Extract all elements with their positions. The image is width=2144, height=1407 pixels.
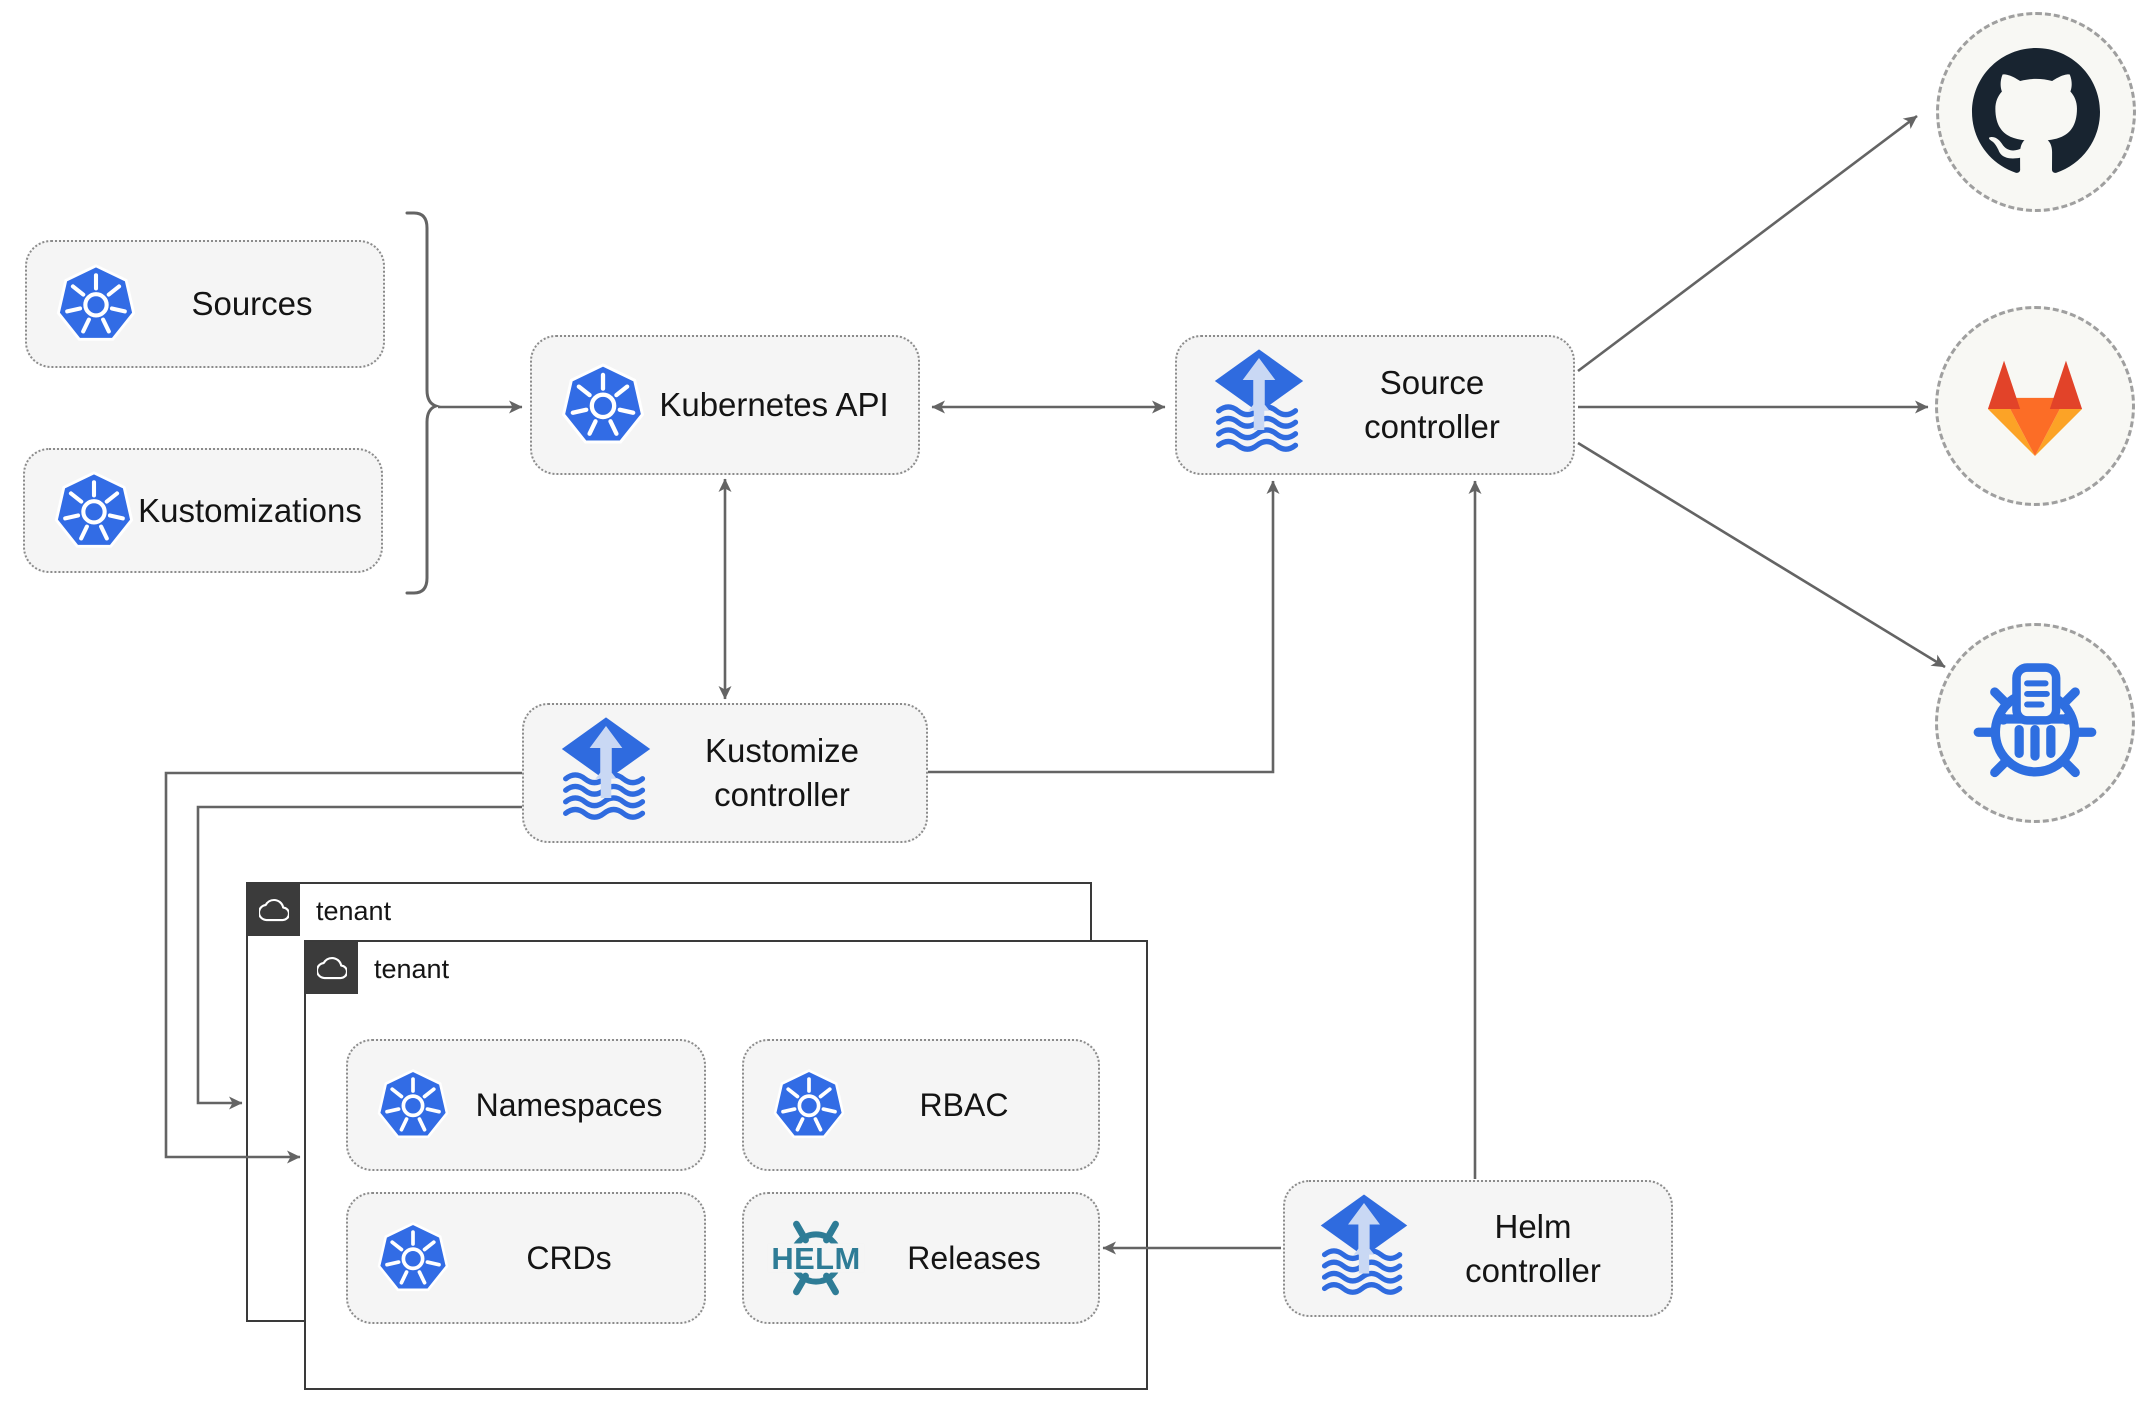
node-label: Sources xyxy=(191,285,313,323)
node-sources: Sources xyxy=(25,240,385,368)
node-crds: CRDs xyxy=(346,1192,706,1324)
external-gitlab xyxy=(1935,306,2135,506)
flux-icon xyxy=(558,717,654,829)
node-label: CRDs xyxy=(526,1239,612,1276)
kubernetes-icon xyxy=(560,362,646,448)
external-chartmuseum xyxy=(1935,623,2135,823)
helm-wheel-icon: HELM xyxy=(766,1212,866,1304)
kubernetes-icon xyxy=(53,470,135,552)
node-kubernetes-api: Kubernetes API xyxy=(530,335,920,475)
node-label: Namespaces xyxy=(475,1086,663,1123)
node-rbac: RBAC xyxy=(742,1039,1100,1171)
kubernetes-icon xyxy=(376,1068,450,1142)
cloud-icon xyxy=(315,953,349,983)
flux-icon xyxy=(1317,1194,1411,1304)
external-github xyxy=(1936,12,2136,212)
chartmuseum-icon xyxy=(1969,657,2101,789)
edge-sourcectrl-github xyxy=(1577,114,1918,373)
tenant-label: tenant xyxy=(374,953,450,984)
node-label: Kubernetes API xyxy=(659,386,889,424)
cloud-icon xyxy=(257,895,291,925)
edge-sourcectrl-chartmuseum xyxy=(1577,441,1946,669)
node-helm-controller: Helm controller xyxy=(1283,1180,1673,1317)
node-releases: HELM Releases xyxy=(742,1192,1100,1324)
node-source-controller: Source controller xyxy=(1175,335,1575,475)
node-label: Kustomize controller xyxy=(704,732,860,813)
kubernetes-icon xyxy=(376,1221,450,1295)
tenant-label: tenant xyxy=(316,895,392,926)
helm-logo-text: HELM xyxy=(771,1241,860,1276)
node-kustomize-controller: Kustomize controller xyxy=(522,703,928,843)
github-icon xyxy=(1972,48,2100,176)
node-namespaces: Namespaces xyxy=(346,1039,706,1171)
node-label: Source controller xyxy=(1364,364,1500,445)
kubernetes-icon xyxy=(772,1068,846,1142)
node-label: RBAC xyxy=(919,1086,1009,1123)
kubernetes-icon xyxy=(55,263,137,345)
tenant-header xyxy=(248,884,300,936)
node-kustomizations: Kustomizations xyxy=(23,448,383,573)
tenant-box-front: tenant Namespaces RBAC CRDs xyxy=(304,940,1148,1390)
edge-kustomizectrl-sourcectrl xyxy=(928,480,1280,774)
gitlab-icon xyxy=(1973,352,2097,461)
node-label: Kustomizations xyxy=(138,491,362,529)
node-label: Helm controller xyxy=(1465,1207,1601,1289)
brace-sources-kustomizations xyxy=(405,211,441,595)
node-label: Releases xyxy=(907,1239,1041,1276)
flux-icon xyxy=(1211,349,1307,461)
tenant-header xyxy=(306,942,358,994)
